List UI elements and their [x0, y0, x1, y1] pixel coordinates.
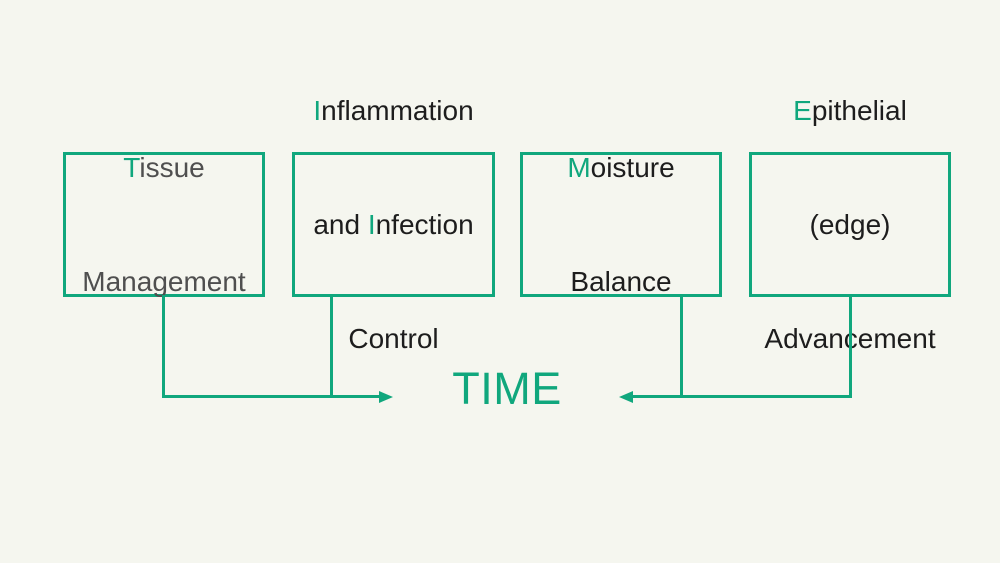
- box-epithelial-advancement: Epithelial (edge) Advancement: [749, 95, 951, 354]
- accent-letter-e: E: [793, 94, 812, 126]
- accent-letter-i1: I: [313, 94, 322, 126]
- connector-tissue-vertical: [162, 295, 165, 398]
- box-line: (edge): [764, 206, 935, 244]
- right-arrow-line: [633, 395, 852, 398]
- box-moisture-balance: Moisture Balance: [520, 152, 722, 297]
- left-arrow-line: [162, 395, 379, 398]
- label-text: nflammation: [321, 94, 474, 126]
- box-tissue-management: Tissue Management: [63, 152, 265, 297]
- box-line: Balance: [567, 263, 674, 301]
- label-text: (edge): [809, 208, 891, 240]
- box-line: Tissue: [82, 149, 245, 187]
- box-line: Inflammation: [313, 92, 473, 130]
- label-text: oisture: [590, 151, 675, 183]
- arrowhead-right-icon: [379, 391, 393, 403]
- box-line: Control: [313, 320, 473, 358]
- label-text: pithelial: [811, 94, 907, 126]
- label-text: issue: [139, 151, 205, 183]
- accent-letter-i2: I: [367, 208, 376, 240]
- accent-letter-t: T: [123, 151, 140, 183]
- label-text: Balance: [570, 265, 672, 297]
- label-text: and: [313, 208, 368, 240]
- connector-inflammation-vertical: [330, 295, 333, 398]
- box-inflammation-infection-control-label: Inflammation and Infection Control: [313, 16, 473, 434]
- label-text: nfection: [375, 208, 474, 240]
- box-line: Management: [82, 263, 245, 301]
- connector-epithelial-vertical: [849, 295, 852, 398]
- box-line: Moisture: [567, 149, 674, 187]
- box-tissue-management-label: Tissue Management: [82, 73, 245, 377]
- accent-letter-m: M: [567, 151, 591, 183]
- label-text: Control: [348, 322, 439, 354]
- box-line: and Infection: [313, 206, 473, 244]
- label-text: Management: [82, 265, 246, 297]
- box-inflammation-infection-control: Inflammation and Infection Control: [292, 95, 495, 354]
- time-label: TIME: [452, 363, 562, 414]
- connector-moisture-vertical: [680, 295, 683, 398]
- box-moisture-balance-label: Moisture Balance: [567, 73, 674, 377]
- box-line: Epithelial: [764, 92, 935, 130]
- arrowhead-left-icon: [619, 391, 633, 403]
